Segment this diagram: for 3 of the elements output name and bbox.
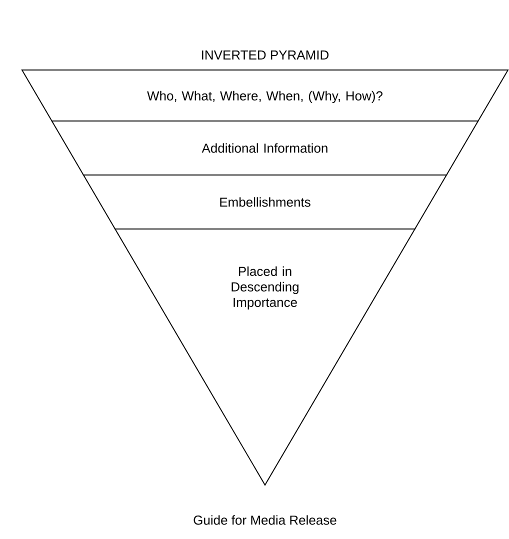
- caption: Guide for Media Release: [194, 515, 336, 525]
- title: INVERTED PYRAMID: [202, 50, 329, 60]
- pyramid-band: Embellishments: [82, 174, 448, 230]
